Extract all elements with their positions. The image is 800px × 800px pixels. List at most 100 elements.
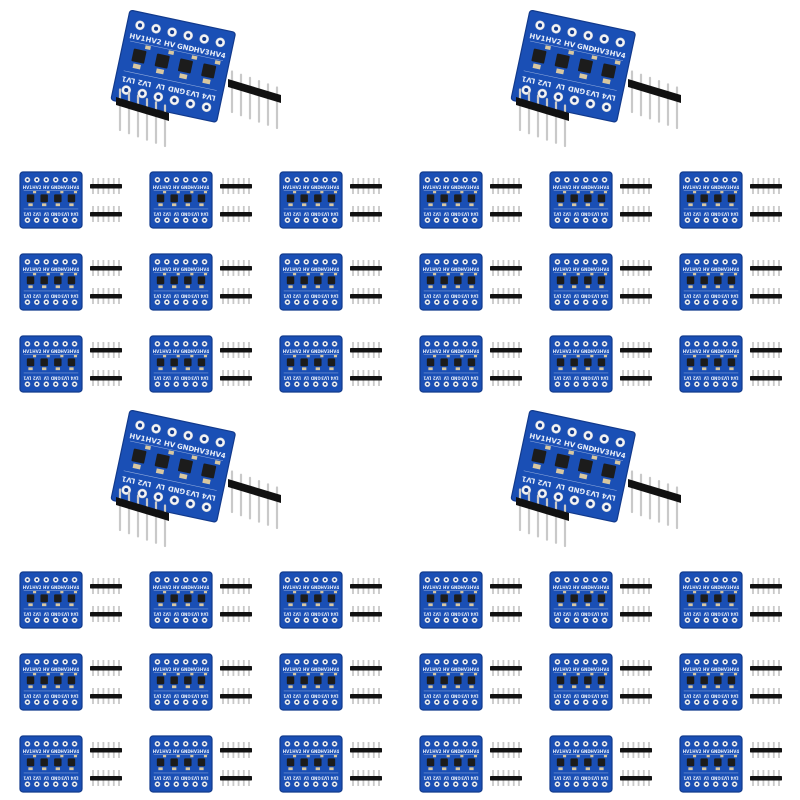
- pin-header: [228, 70, 281, 130]
- svg-text:LV: LV: [703, 211, 709, 216]
- svg-text:HV: HV: [573, 749, 580, 754]
- svg-text:HV: HV: [43, 349, 50, 354]
- svg-text:LV4: LV4: [730, 775, 738, 780]
- svg-text:LV4: LV4: [70, 693, 78, 698]
- svg-text:HV: HV: [303, 585, 310, 590]
- svg-text:HV1: HV1: [553, 267, 562, 272]
- svg-text:HV3: HV3: [461, 585, 470, 590]
- svg-text:HV: HV: [443, 667, 450, 672]
- svg-text:HV: HV: [573, 585, 580, 590]
- svg-text:LV: LV: [573, 693, 579, 698]
- svg-text:LV: LV: [43, 775, 49, 780]
- svg-text:HV4: HV4: [70, 185, 79, 190]
- svg-text:GND: GND: [567, 84, 586, 96]
- svg-text:HV2: HV2: [162, 585, 171, 590]
- svg-text:GND: GND: [451, 185, 462, 190]
- svg-text:LV: LV: [573, 293, 579, 298]
- svg-text:LV: LV: [173, 293, 179, 298]
- pin-header: [90, 688, 122, 704]
- svg-text:HV3: HV3: [461, 185, 470, 190]
- pin-header: [350, 178, 382, 194]
- svg-text:GND: GND: [580, 693, 591, 698]
- svg-text:HV: HV: [703, 185, 710, 190]
- svg-text:HV1: HV1: [683, 267, 692, 272]
- svg-text:LV4: LV4: [730, 211, 738, 216]
- svg-text:GND: GND: [181, 585, 192, 590]
- pin-header: [350, 370, 382, 386]
- svg-text:HV4: HV4: [330, 185, 339, 190]
- svg-text:HV1: HV1: [683, 585, 692, 590]
- svg-text:GND: GND: [711, 267, 722, 272]
- svg-text:HV2: HV2: [32, 749, 41, 754]
- svg-text:HV4: HV4: [609, 448, 627, 460]
- svg-text:HV2: HV2: [145, 35, 163, 47]
- svg-text:GND: GND: [181, 349, 192, 354]
- svg-text:HV2: HV2: [292, 749, 301, 754]
- svg-text:HV1: HV1: [283, 185, 292, 190]
- svg-text:HV3: HV3: [321, 267, 330, 272]
- svg-text:LV: LV: [703, 293, 709, 298]
- svg-text:GND: GND: [711, 585, 722, 590]
- pin-header: [490, 260, 522, 276]
- svg-text:LV3: LV3: [591, 293, 599, 298]
- pin-header: [220, 370, 252, 386]
- svg-text:LV: LV: [155, 481, 166, 492]
- svg-text:LV1: LV1: [553, 211, 561, 216]
- pin-header: [90, 660, 122, 676]
- svg-text:HV4: HV4: [600, 185, 609, 190]
- svg-text:LV4: LV4: [600, 611, 608, 616]
- svg-text:HV: HV: [173, 185, 180, 190]
- pin-header: [750, 178, 782, 194]
- pin-header: [90, 742, 122, 758]
- svg-text:HV3: HV3: [191, 185, 200, 190]
- svg-text:HV: HV: [703, 667, 710, 672]
- svg-text:HV1: HV1: [153, 267, 162, 272]
- svg-text:HV2: HV2: [432, 185, 441, 190]
- svg-text:LV1: LV1: [683, 775, 691, 780]
- svg-text:LV2: LV2: [563, 693, 571, 698]
- svg-text:LV3: LV3: [321, 775, 329, 780]
- svg-text:LV1: LV1: [23, 775, 31, 780]
- svg-text:LV: LV: [43, 693, 49, 698]
- svg-text:LV4: LV4: [330, 693, 338, 698]
- svg-text:HV1: HV1: [23, 585, 32, 590]
- svg-text:LV4: LV4: [600, 375, 608, 380]
- svg-text:GND: GND: [311, 585, 322, 590]
- svg-text:LV: LV: [443, 775, 449, 780]
- svg-text:LV1: LV1: [683, 375, 691, 380]
- svg-text:LV: LV: [43, 211, 49, 216]
- svg-text:GND: GND: [451, 267, 462, 272]
- svg-text:LV: LV: [173, 211, 179, 216]
- svg-text:HV1: HV1: [23, 267, 32, 272]
- svg-text:HV3: HV3: [593, 45, 611, 57]
- svg-text:HV2: HV2: [562, 185, 571, 190]
- svg-text:HV3: HV3: [721, 349, 730, 354]
- svg-text:HV4: HV4: [730, 749, 739, 754]
- svg-text:HV2: HV2: [432, 667, 441, 672]
- svg-text:GND: GND: [710, 775, 721, 780]
- pin-header: [350, 770, 382, 786]
- svg-text:LV3: LV3: [191, 293, 199, 298]
- svg-text:HV1: HV1: [423, 585, 432, 590]
- svg-text:LV2: LV2: [33, 211, 41, 216]
- svg-text:HV3: HV3: [321, 185, 330, 190]
- svg-text:LV4: LV4: [470, 375, 478, 380]
- pin-header: [750, 660, 782, 676]
- pin-header: [620, 288, 652, 304]
- svg-text:GND: GND: [311, 667, 322, 672]
- pin-header: [620, 688, 652, 704]
- svg-text:LV4: LV4: [470, 611, 478, 616]
- svg-text:GND: GND: [180, 693, 191, 698]
- svg-text:HV1: HV1: [283, 267, 292, 272]
- svg-text:GND: GND: [310, 375, 321, 380]
- svg-text:HV4: HV4: [70, 667, 79, 672]
- svg-text:HV1: HV1: [683, 185, 692, 190]
- svg-text:HV3: HV3: [61, 585, 70, 590]
- svg-text:HV3: HV3: [191, 349, 200, 354]
- svg-text:HV3: HV3: [321, 667, 330, 672]
